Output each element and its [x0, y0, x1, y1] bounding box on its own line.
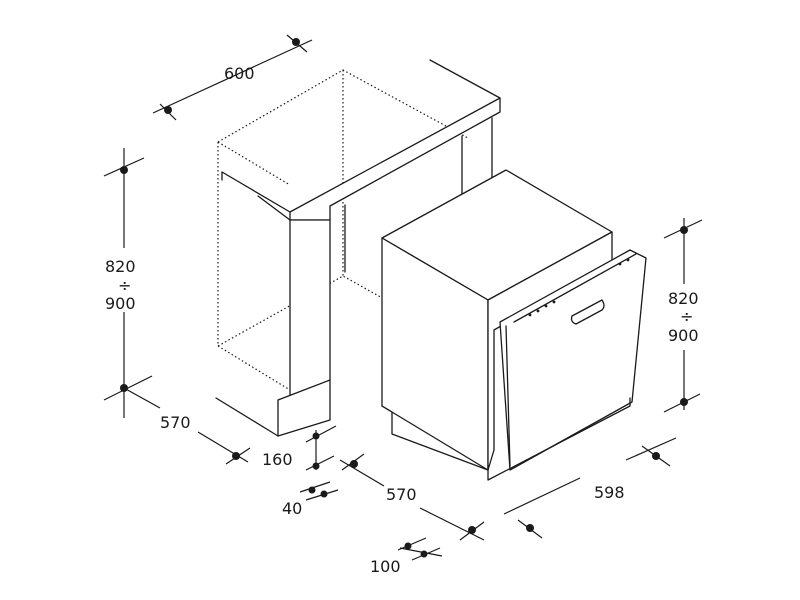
label-plinth-recess: 40 — [282, 499, 302, 518]
label-right-height-top: 820 — [668, 289, 699, 308]
label-right-height-sep: ÷ — [680, 307, 693, 326]
label-left-height-top: 820 — [105, 257, 136, 276]
label-left-height-sep: ÷ — [118, 276, 131, 295]
dishwasher-toe-kick — [487, 397, 631, 481]
label-right-height-bottom: 900 — [668, 326, 699, 345]
dishwasher-body — [381, 169, 613, 471]
label-left-depth: 570 — [160, 413, 191, 432]
dim-appliance-depth: 570 — [339, 453, 485, 541]
dim-plinth: 160 40 — [262, 425, 339, 518]
dim-right-height: 820 ÷ 900 — [663, 218, 703, 413]
label-door-offset: 100 — [370, 557, 401, 576]
label-left-height-bottom: 900 — [105, 294, 136, 313]
label-appliance-width: 598 — [594, 483, 625, 502]
dishwasher-door — [499, 249, 647, 471]
door-handle — [570, 299, 605, 325]
cabinet-side-panel — [221, 117, 493, 403]
cabinet-plinth — [215, 379, 331, 437]
dim-appliance-width: 598 — [503, 437, 677, 539]
label-plinth-height: 160 — [262, 450, 293, 469]
dim-door-offset: 100 — [370, 537, 443, 576]
label-top-width: 600 — [224, 64, 255, 83]
dim-left-depth: 570 — [123, 387, 251, 465]
dim-left-height: 820 ÷ 900 — [103, 148, 153, 418]
label-appliance-depth: 570 — [386, 485, 417, 504]
control-panel-indicators — [528, 258, 630, 317]
cabinet-niche-outline — [217, 69, 469, 391]
dim-top-width: 600 — [152, 34, 313, 121]
